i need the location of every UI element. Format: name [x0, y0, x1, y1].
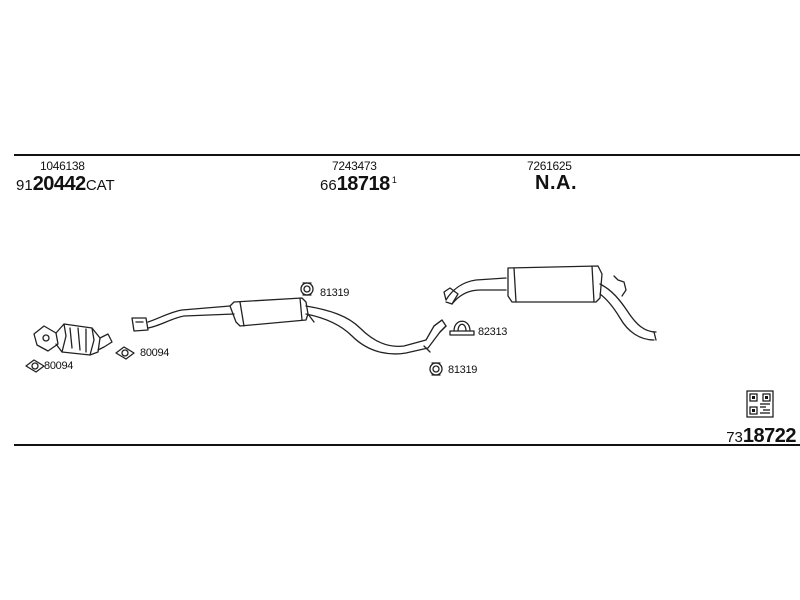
middle-silencer-part [229, 297, 447, 355]
gasket-left-part [25, 359, 45, 373]
rear-silencer-part [443, 265, 657, 341]
kit-code-prefix: 73 [726, 429, 743, 446]
clamp-81319-top-part [300, 282, 314, 296]
gasket-left-label: 80094 [44, 360, 74, 372]
front-pipe-part [131, 305, 235, 332]
middle-reference-number: 7243473 [332, 159, 377, 173]
gasket-right-label: 80094 [140, 347, 170, 359]
clamp-82313-part [449, 320, 475, 336]
clamp-82313-label: 82313 [478, 326, 508, 338]
rear-silencer-code: N.A. [535, 172, 577, 195]
kit-code-main: 18722 [742, 425, 797, 447]
cat-code-prefix: 91 [16, 177, 33, 194]
cat-reference-number: 1046138 [40, 159, 85, 173]
middle-code-prefix: 66 [320, 177, 337, 194]
rear-code-not-available: N.A. [535, 172, 577, 194]
kit-code: 7318722 [726, 425, 796, 448]
rear-silencer-header: 7261625 [527, 159, 572, 173]
clamp-81319-top-label: 81319 [320, 287, 350, 299]
middle-code-superscript: 1 [391, 175, 397, 185]
clamp-81319-bottom-label: 81319 [448, 364, 478, 376]
rear-reference-number: 7261625 [527, 159, 572, 173]
catalytic-converter-part [33, 323, 113, 356]
clamp-81319-bottom-part [429, 362, 443, 376]
middle-code-main: 18718 [336, 173, 391, 195]
catalytic-converter-code: 9120442CAT [16, 172, 115, 196]
document-code-icon [746, 390, 774, 418]
middle-silencer-header: 7243473 [332, 159, 377, 173]
top-divider-line [14, 154, 800, 156]
bottom-divider-line [14, 444, 800, 446]
gasket-right-part [115, 346, 135, 360]
catalytic-converter-header: 1046138 [40, 159, 85, 173]
cat-code-main: 20442 [32, 173, 87, 195]
cat-code-suffix: CAT [85, 177, 115, 194]
